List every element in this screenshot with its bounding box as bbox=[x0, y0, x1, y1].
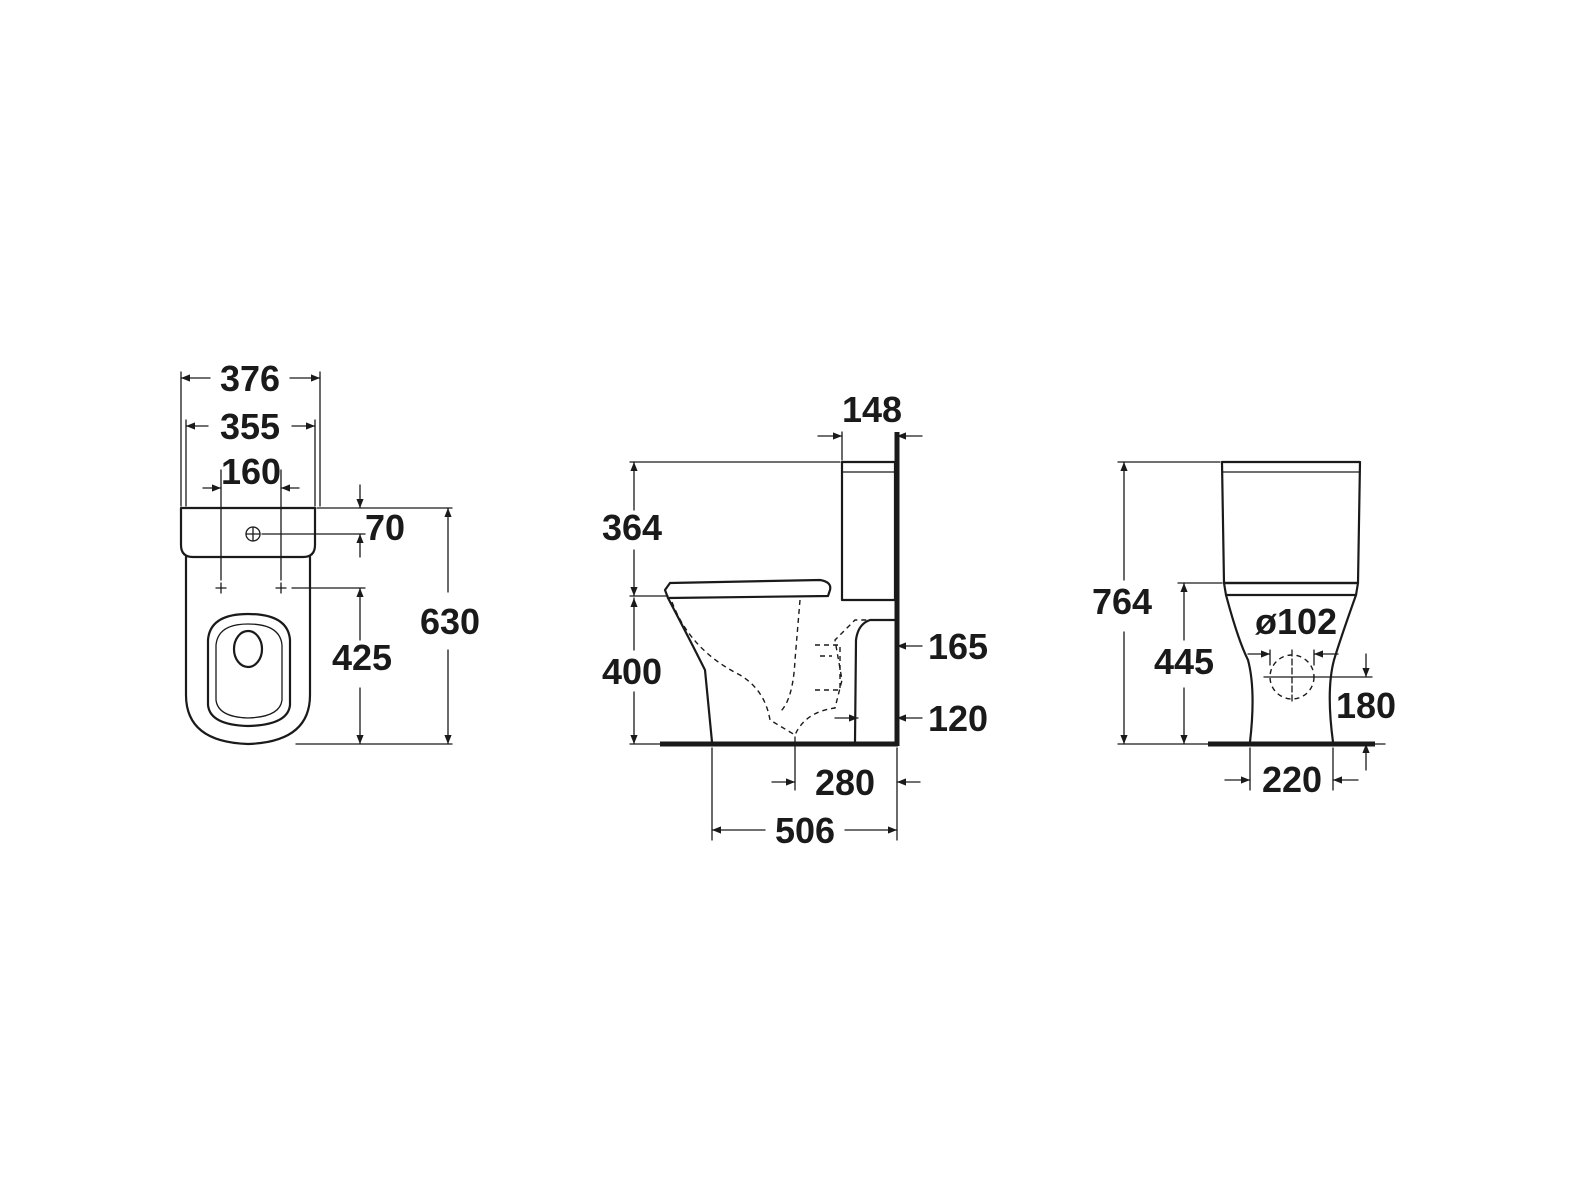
seat-hinge bbox=[232, 629, 264, 669]
dim-120: 120 bbox=[928, 698, 988, 739]
dim-160: 160 bbox=[221, 451, 281, 492]
dim-220: 220 bbox=[1262, 759, 1322, 800]
dim-364: 364 bbox=[602, 507, 662, 548]
side-view-seat bbox=[663, 578, 832, 600]
side-view-tank bbox=[840, 460, 897, 602]
front-view-tank bbox=[1220, 460, 1362, 585]
dim-425: 425 bbox=[332, 637, 392, 678]
fixing-points bbox=[215, 582, 287, 594]
dim-o102: ø102 bbox=[1255, 601, 1337, 642]
trapway-hidden-line bbox=[671, 601, 895, 737]
top-view-seat bbox=[206, 612, 292, 728]
dim-280: 280 bbox=[815, 762, 875, 803]
dim-70: 70 bbox=[365, 507, 405, 548]
dim-400: 400 bbox=[602, 651, 662, 692]
front-view-bowl bbox=[1224, 593, 1254, 744]
top-view-tank bbox=[179, 506, 317, 559]
inlet-symbol bbox=[245, 526, 261, 542]
dim-376: 376 bbox=[220, 358, 280, 399]
dim-445: 445 bbox=[1154, 641, 1214, 682]
dim-506: 506 bbox=[775, 810, 835, 851]
top-view-bowl bbox=[184, 555, 312, 746]
top-view: 376 355 160 70 425 630 bbox=[179, 358, 480, 746]
front-view: 764 445 ø102 180 220 bbox=[1092, 460, 1396, 800]
dim-180: 180 bbox=[1336, 685, 1396, 726]
side-view: 148 364 400 165 120 280 506 bbox=[602, 389, 988, 851]
dim-355: 355 bbox=[220, 406, 280, 447]
side-view-bowl bbox=[666, 596, 714, 744]
dim-165: 165 bbox=[928, 626, 988, 667]
dim-764: 764 bbox=[1092, 581, 1152, 622]
dim-630: 630 bbox=[420, 601, 480, 642]
dim-148: 148 bbox=[842, 389, 902, 430]
